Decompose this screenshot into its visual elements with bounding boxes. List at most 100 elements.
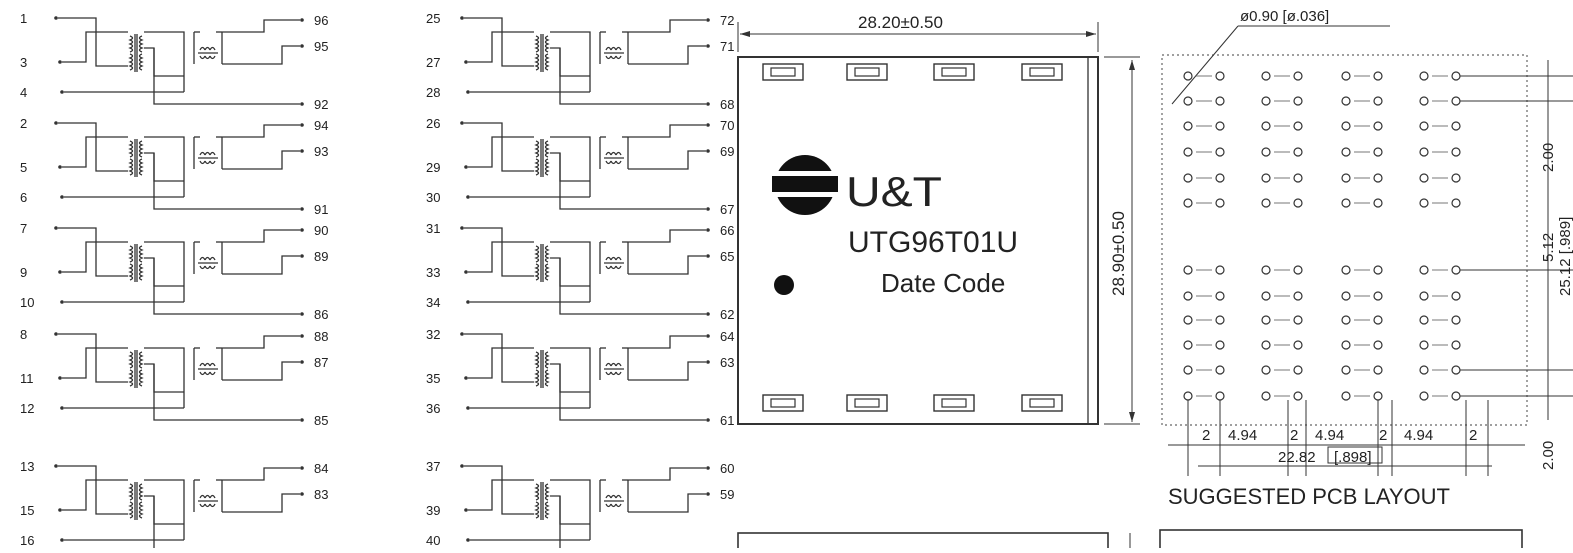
pcb-hole xyxy=(1261,71,1271,81)
pcb-hole xyxy=(1341,315,1351,325)
pin-dot xyxy=(60,406,64,410)
wire xyxy=(62,347,128,379)
wire xyxy=(62,241,128,273)
pin-label: 10 xyxy=(20,295,34,310)
pcb-hole xyxy=(1183,121,1193,131)
pin-label: 87 xyxy=(314,355,328,370)
pin-dot xyxy=(54,16,58,20)
pcb-hole xyxy=(1293,96,1303,106)
leader-line xyxy=(1171,25,1239,105)
pin-label: 28 xyxy=(426,85,440,100)
pin-label: 96 xyxy=(314,13,328,28)
pcb-hole xyxy=(1451,265,1461,275)
wire xyxy=(559,153,706,210)
pcb-hole xyxy=(1215,198,1225,208)
pcb-hole xyxy=(1215,96,1225,106)
pin-label: 62 xyxy=(720,307,734,322)
pcb-hole xyxy=(1261,265,1271,275)
pin-dot xyxy=(300,334,304,338)
wire xyxy=(550,479,591,540)
pin-label: 11 xyxy=(20,371,34,386)
pin-label: 92 xyxy=(314,97,328,112)
pcb-hole xyxy=(1215,391,1225,401)
wire xyxy=(58,122,128,172)
wire xyxy=(62,479,128,511)
pin-label: 39 xyxy=(426,503,440,518)
pcb-hole xyxy=(1373,173,1383,183)
wire xyxy=(153,258,300,315)
pitch-dimension: 4.94 xyxy=(1404,427,1433,444)
pcb-hole xyxy=(1293,340,1303,350)
wire xyxy=(144,363,184,393)
pin-dot xyxy=(300,149,304,153)
pin-label: 35 xyxy=(426,371,440,386)
pcb-hole xyxy=(1419,121,1429,131)
pin-pad xyxy=(846,394,888,412)
pin-label: 93 xyxy=(314,144,328,159)
pin-label: 5 xyxy=(20,160,27,175)
pin-dot xyxy=(464,376,468,380)
pin-pad xyxy=(762,63,804,81)
pin-dot xyxy=(466,90,470,94)
pcb-hole xyxy=(1451,291,1461,301)
pin-label: 32 xyxy=(426,327,440,342)
pin-label: 68 xyxy=(720,97,734,112)
pin-dot xyxy=(300,44,304,48)
wire xyxy=(628,150,706,170)
wire xyxy=(628,124,706,138)
pcb-hole xyxy=(1183,173,1193,183)
pcb-hole xyxy=(1215,291,1225,301)
pin-dot xyxy=(464,270,468,274)
wire xyxy=(144,347,185,408)
pin-dot xyxy=(466,538,470,542)
pcb-hole xyxy=(1373,147,1383,157)
pin-dot xyxy=(706,418,710,422)
pcb-hole xyxy=(1373,315,1383,325)
pcb-hole xyxy=(1419,265,1429,275)
pin-dot xyxy=(300,466,304,470)
pin-label: 3 xyxy=(20,55,27,70)
wire xyxy=(628,361,706,381)
wire xyxy=(468,241,534,273)
pitch-dimension: 2 xyxy=(1379,427,1387,444)
total-width-dimension: 22.82 xyxy=(1278,449,1316,466)
pin-label: 95 xyxy=(314,39,328,54)
pin-pad xyxy=(762,394,804,412)
pcb-hole xyxy=(1419,291,1429,301)
wire xyxy=(628,255,706,275)
wire xyxy=(550,495,590,525)
pcb-hole xyxy=(1419,198,1429,208)
pin-dot xyxy=(706,149,710,153)
part-number: UTG96T01U xyxy=(848,226,1018,259)
hole-diameter: ø0.90 [ø.036] xyxy=(1240,8,1329,25)
pin-dot xyxy=(60,538,64,542)
pin-label: 83 xyxy=(314,487,328,502)
pin-dot xyxy=(54,464,58,468)
wire xyxy=(153,364,300,421)
pin-label: 12 xyxy=(20,401,34,416)
pin-dot xyxy=(706,18,710,22)
wire xyxy=(222,229,300,243)
pin-dot xyxy=(706,44,710,48)
wire xyxy=(144,495,184,525)
pcb-hole xyxy=(1261,96,1271,106)
pin-label: 6 xyxy=(20,190,27,205)
wire xyxy=(468,479,534,511)
pin-dot xyxy=(58,270,62,274)
pin-dot xyxy=(60,90,64,94)
pcb-hole xyxy=(1341,71,1351,81)
pin-dot xyxy=(300,102,304,106)
pin-dot xyxy=(300,18,304,22)
pcb-hole xyxy=(1341,365,1351,375)
pin-dot xyxy=(300,492,304,496)
pcb-hole xyxy=(1183,265,1193,275)
pin-dot xyxy=(706,207,710,211)
pin-dot xyxy=(466,300,470,304)
wire xyxy=(550,152,590,182)
wire xyxy=(222,493,300,513)
pcb-hole xyxy=(1261,173,1271,183)
